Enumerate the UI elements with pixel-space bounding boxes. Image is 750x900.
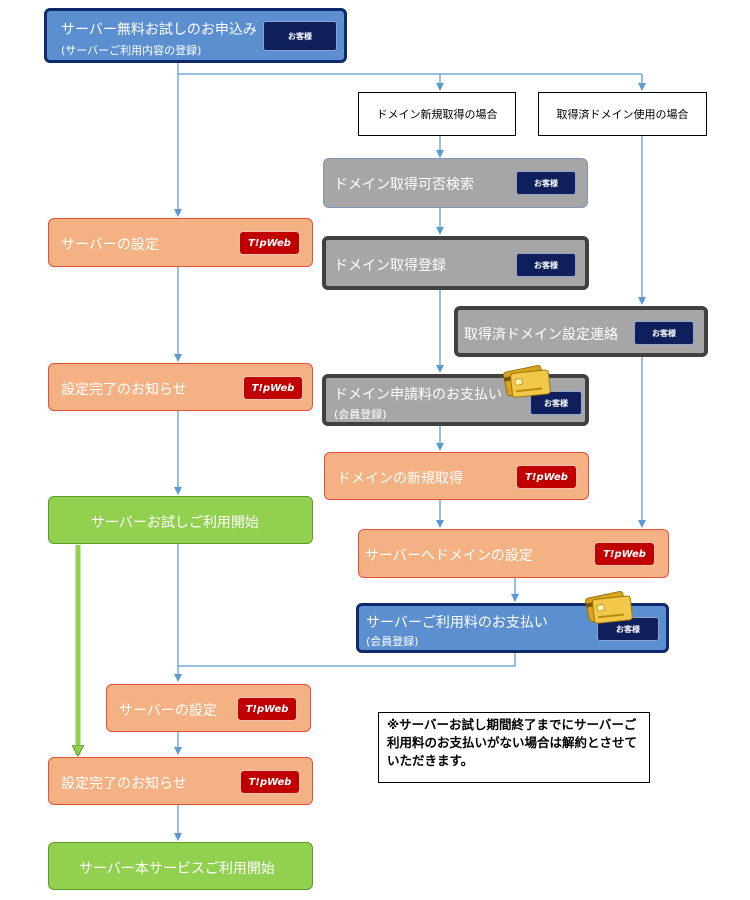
server-domain-setup-box: サーバーへドメインの設定 T!pWeb	[358, 529, 669, 578]
credit-card-icon	[585, 590, 633, 624]
credit-card-icon	[503, 364, 551, 398]
server-setup-box-1: サーバーの設定 T!pWeb	[48, 218, 313, 267]
setup-complete-label: 設定完了のお知らせ	[61, 776, 187, 792]
trial-application-title: サーバー無料お試しのお申込み	[61, 22, 257, 38]
branch-label-new-domain: ドメイン新規取得の場合	[358, 92, 516, 136]
domain-new-acquisition-box: ドメインの新規取得 T!pWeb	[324, 452, 589, 500]
server-setup-label: サーバーの設定	[61, 237, 159, 253]
server-fee-payment-box: サーバーご利用料のお支払い (会員登録) お客様	[356, 603, 669, 653]
trial-application-box: サーバー無料お試しのお申込み (サーバーご利用内容の登録) お客様	[44, 8, 347, 63]
tipweb-badge: T!pWeb	[594, 542, 655, 566]
connector-payment-join	[178, 653, 516, 667]
trial-start-label: サーバーお試しご利用開始	[91, 515, 259, 531]
server-setup-label: サーバーの設定	[119, 703, 217, 719]
domain-registration-box: ドメイン取得登録 お客様	[322, 236, 589, 290]
setup-complete-box-2: 設定完了のお知らせ T!pWeb	[48, 757, 313, 805]
customer-badge: お客様	[263, 21, 337, 51]
server-setup-box-2: サーバーの設定 T!pWeb	[106, 684, 311, 732]
customer-badge: お客様	[634, 321, 694, 345]
setup-complete-box-1: 設定完了のお知らせ T!pWeb	[48, 363, 313, 411]
setup-complete-label: 設定完了のお知らせ	[61, 382, 187, 398]
tipweb-badge: T!pWeb	[243, 376, 303, 400]
domain-search-label: ドメイン取得可否検索	[334, 177, 474, 193]
customer-badge: お客様	[516, 253, 576, 277]
server-fee-payment-sublabel: (会員登録)	[366, 635, 419, 648]
existing-domain-contact-box: 取得済ドメイン設定連絡 お客様	[454, 306, 708, 357]
tipweb-badge: T!pWeb	[237, 697, 297, 721]
domain-fee-payment-label: ドメイン申請料のお支払い	[334, 387, 502, 403]
full-service-start-box: サーバー本サービスご利用開始	[48, 842, 313, 890]
domain-new-acquisition-label: ドメインの新規取得	[337, 471, 463, 487]
tipweb-badge: T!pWeb	[516, 465, 577, 489]
tipweb-badge: T!pWeb	[239, 231, 300, 255]
full-service-start-label: サーバー本サービスご利用開始	[79, 861, 275, 877]
tipweb-badge: T!pWeb	[240, 770, 300, 794]
trial-application-subtitle: (サーバーご利用内容の登録)	[61, 44, 202, 57]
domain-registration-label: ドメイン取得登録	[334, 258, 446, 274]
branch-label-existing-domain: 取得済ドメイン使用の場合	[538, 92, 707, 136]
customer-badge: お客様	[516, 171, 576, 195]
trial-start-box: サーバーお試しご利用開始	[48, 496, 313, 544]
cancellation-note: ※サーバーお試し期間終了までにサーバーご利用料のお支払いがない場合は解約とさせて…	[378, 712, 650, 783]
server-fee-payment-label: サーバーご利用料のお支払い	[366, 615, 548, 631]
existing-domain-contact-label: 取得済ドメイン設定連絡	[464, 327, 618, 343]
domain-search-box: ドメイン取得可否検索 お客様	[323, 158, 588, 208]
server-domain-setup-label: サーバーへドメインの設定	[365, 548, 533, 564]
domain-fee-payment-sublabel: (会員登録)	[334, 408, 387, 421]
